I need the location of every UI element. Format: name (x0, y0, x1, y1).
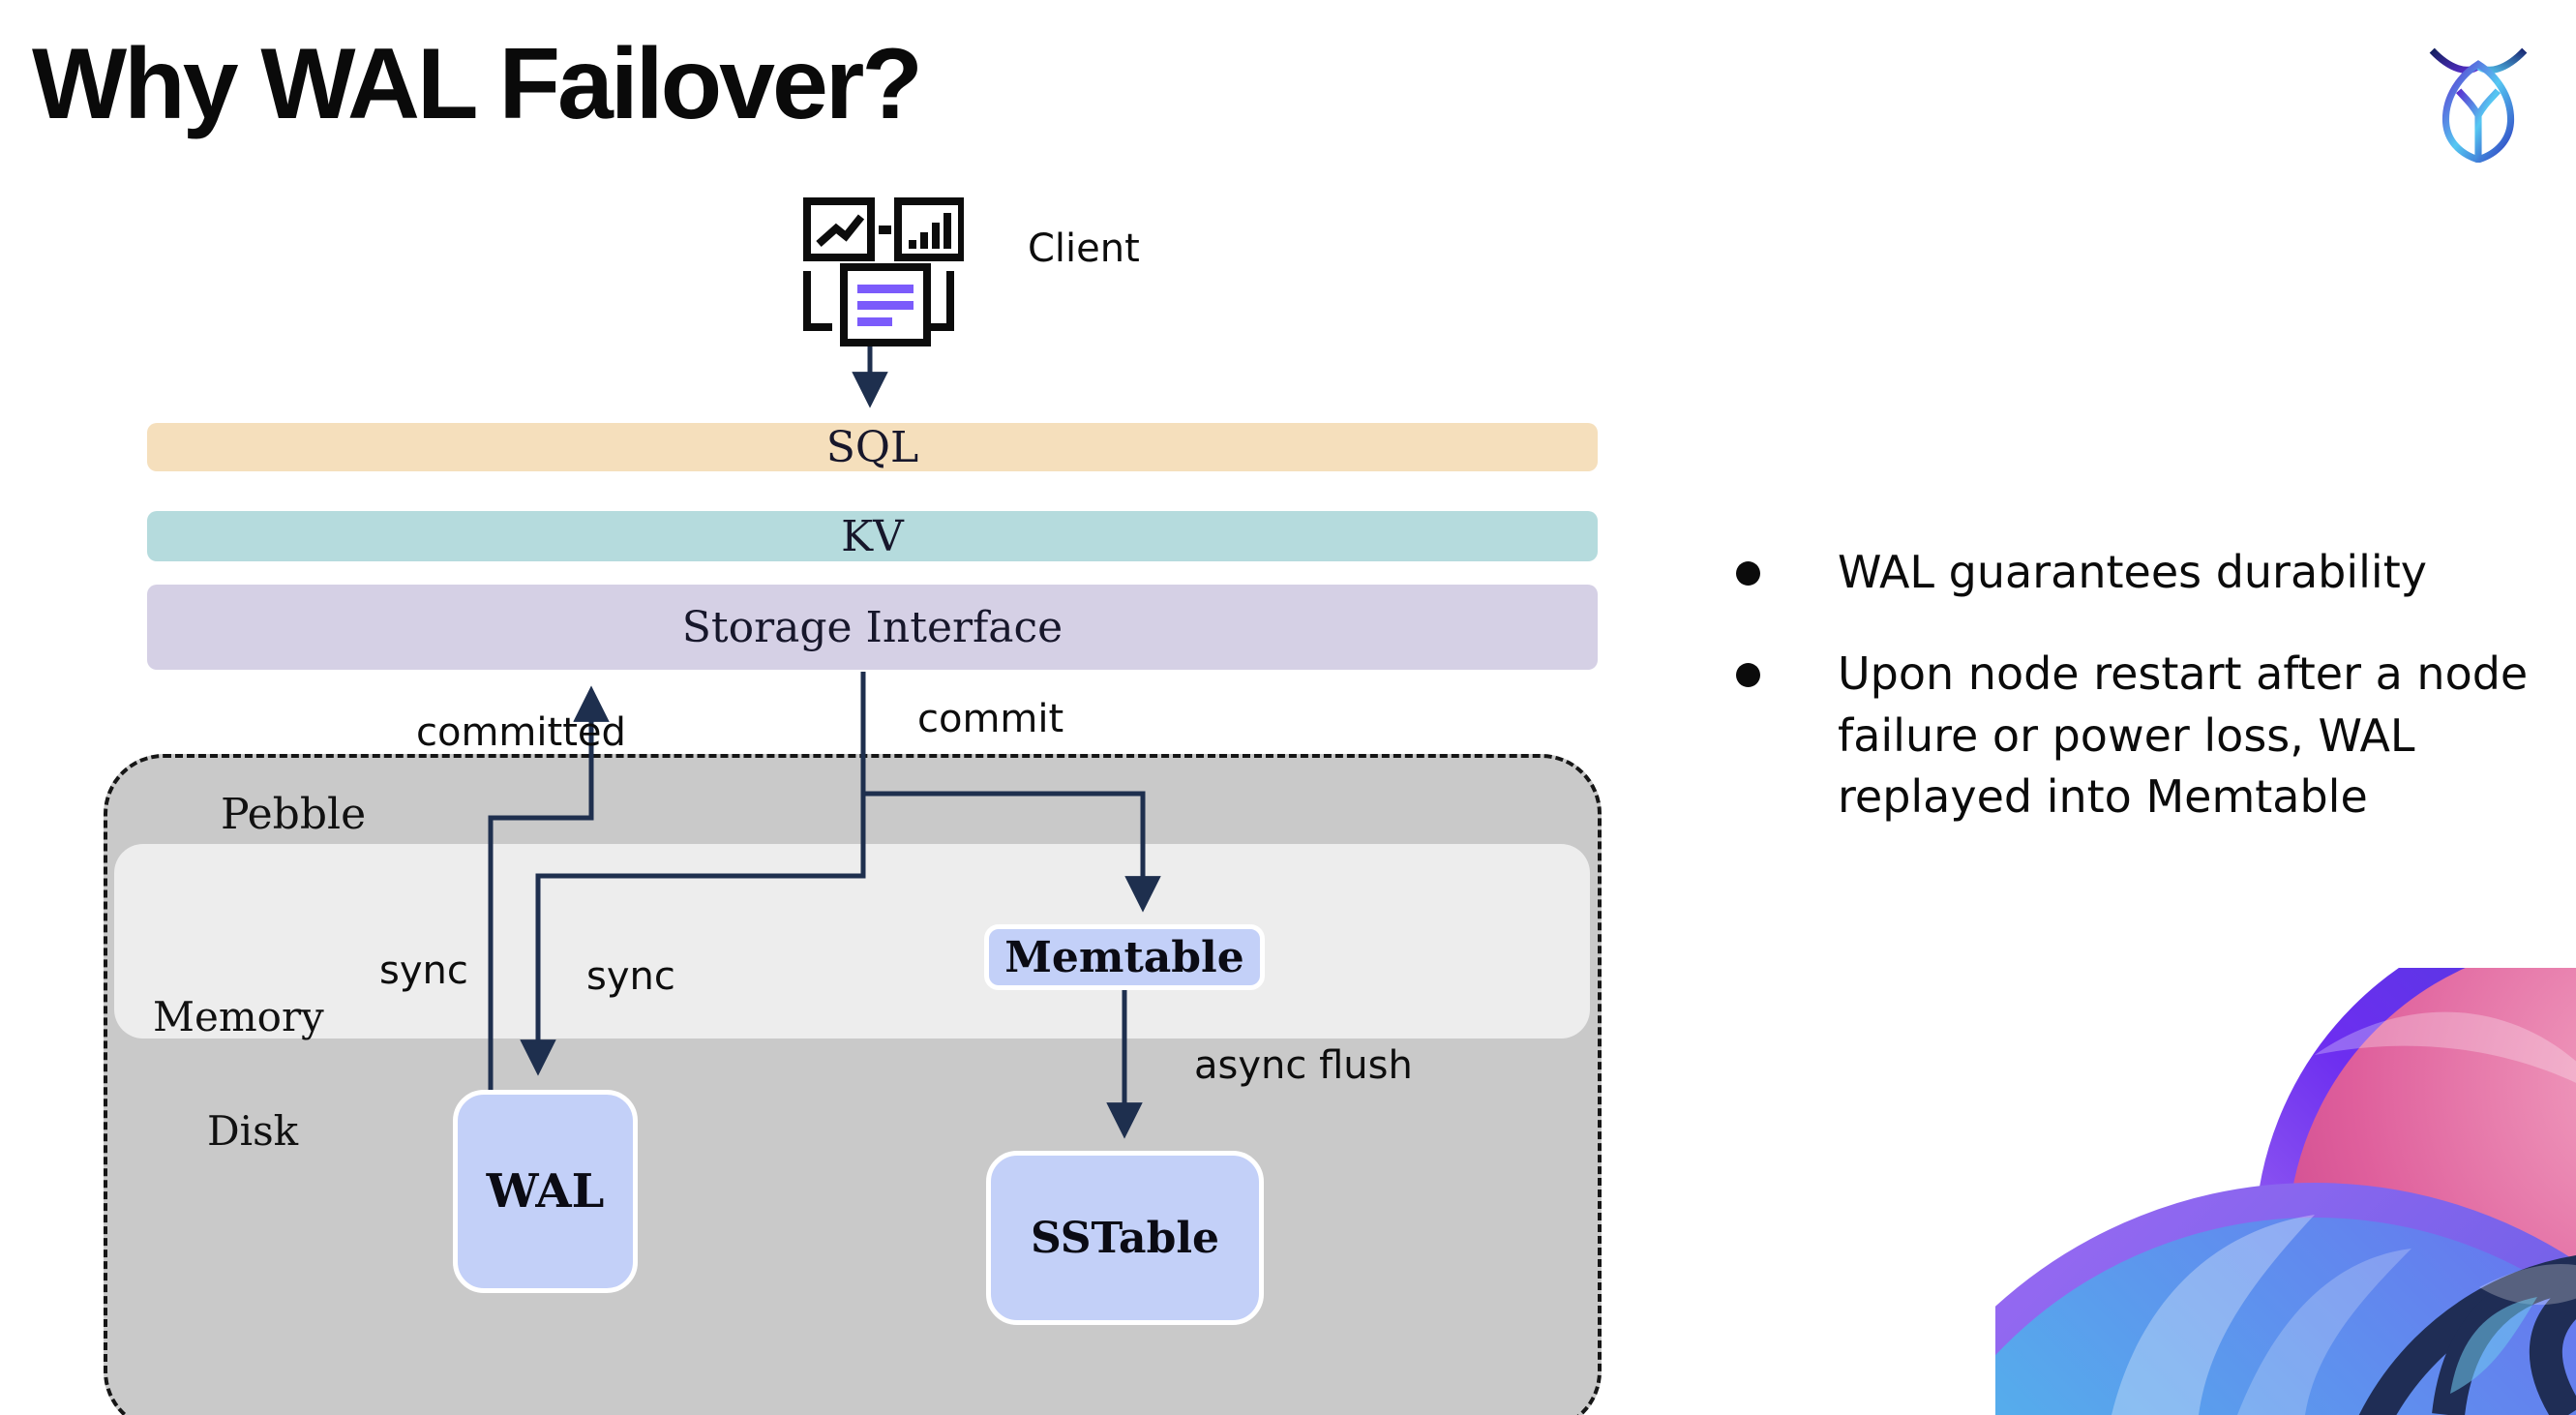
memory-region (114, 844, 1590, 1039)
layer-kv-label: KV (841, 511, 904, 561)
layer-sql-label: SQL (825, 422, 919, 472)
document-icon (840, 263, 931, 346)
sync-label-right: sync (586, 954, 675, 999)
monitor-frame-icon (803, 271, 954, 331)
commit-label: commit (917, 697, 1064, 741)
memory-label: Memory (153, 993, 324, 1040)
sstable-node: SSTable (986, 1151, 1264, 1325)
async-flush-label: async flush (1194, 1043, 1413, 1088)
cockroachdb-logo-icon (2429, 43, 2528, 164)
bullet-dot-icon (1736, 663, 1760, 688)
wal-node-label: WAL (486, 1164, 605, 1219)
layer-storage-interface: Storage Interface (147, 585, 1598, 670)
memtable-node: Memtable (984, 924, 1265, 990)
layer-kv: KV (147, 511, 1598, 561)
committed-label: committed (416, 710, 626, 755)
page-title: Why WAL Failover? (32, 28, 923, 140)
bullet-list: WAL guarantees durability Upon node rest… (1736, 542, 2576, 869)
list-item: WAL guarantees durability (1736, 542, 2576, 603)
sync-label-left: sync (379, 948, 468, 993)
memtable-node-label: Memtable (1004, 932, 1244, 982)
layer-sql: SQL (147, 422, 1598, 472)
pebble-label: Pebble (221, 790, 367, 839)
dash-icon (879, 226, 891, 234)
list-item: Upon node restart after a node failure o… (1736, 644, 2576, 828)
client-icon (794, 192, 966, 348)
bullet-dot-icon (1736, 561, 1760, 586)
client-label: Client (1028, 226, 1140, 271)
line-chart-icon (803, 197, 875, 261)
bullet-text: WAL guarantees durability (1838, 546, 2427, 598)
cockroachdb-brand-art (1906, 908, 2576, 1415)
bullet-text: Upon node restart after a node failure o… (1838, 647, 2529, 824)
wal-node: WAL (453, 1090, 638, 1293)
bar-chart-icon (894, 197, 966, 261)
disk-label: Disk (207, 1107, 299, 1155)
sstable-node-label: SSTable (1030, 1213, 1220, 1263)
layer-storage-label: Storage Interface (681, 602, 1063, 652)
